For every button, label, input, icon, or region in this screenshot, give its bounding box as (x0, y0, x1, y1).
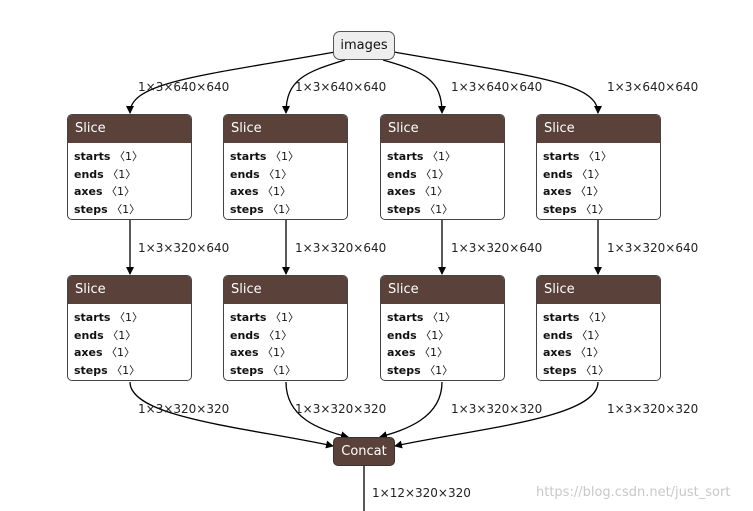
attr-starts: starts 〈1〉 (387, 311, 456, 324)
attr-steps: steps 〈1〉 (74, 363, 141, 377)
attr-axes: axes 〈1〉 (387, 185, 449, 198)
attr-steps: steps 〈1〉 (74, 202, 141, 216)
attr-axes: axes 〈1〉 (230, 346, 292, 359)
edge-slice-8-to-concat (394, 381, 599, 449)
edge-label-mid-3: 1×3×320×640 (451, 241, 543, 255)
edge-label-input-3: 1×3×640×640 (451, 80, 543, 94)
edge-slice-6-to-concat (285, 381, 349, 440)
slice-node-header: Slice (224, 276, 347, 304)
slice-node-header: Slice (537, 276, 660, 304)
edge-images-to-slice-1 (126, 51, 336, 114)
attr-list: starts 〈1〉 ends 〈1〉 axes 〈1〉 steps 〈1〉 (381, 143, 504, 218)
edge-images-to-slice-4 (393, 51, 602, 114)
edge-images-to-slice-3 (382, 59, 446, 114)
attr-list: starts 〈1〉 ends 〈1〉 axes 〈1〉 steps 〈1〉 (537, 143, 660, 218)
attr-list: starts 〈1〉 ends 〈1〉 axes 〈1〉 steps 〈1〉 (68, 143, 191, 218)
slice-node-6[interactable]: Slice starts 〈1〉 ends 〈1〉 axes 〈1〉 steps… (223, 275, 348, 381)
slice-node-header: Slice (224, 115, 347, 143)
attr-ends: ends 〈1〉 (74, 167, 137, 181)
edge-label-input-1: 1×3×640×640 (138, 80, 230, 94)
slice-node-4[interactable]: Slice starts 〈1〉 ends 〈1〉 axes 〈1〉 steps… (536, 114, 661, 220)
edge-label-mid-4: 1×3×320×640 (607, 241, 699, 255)
attr-ends: ends 〈1〉 (230, 167, 293, 181)
slice-node-header: Slice (68, 115, 191, 143)
slice-node-header: Slice (381, 115, 504, 143)
edge-label-out-4: 1×3×320×320 (607, 402, 699, 416)
attr-axes: axes 〈1〉 (543, 346, 605, 359)
edge-label-mid-2: 1×3×320×640 (295, 241, 387, 255)
attr-starts: starts 〈1〉 (543, 150, 612, 163)
attr-list: starts 〈1〉 ends 〈1〉 axes 〈1〉 steps 〈1〉 (224, 143, 347, 218)
edge-label-out-2: 1×3×320×320 (295, 402, 387, 416)
edge-slice-5-to-concat (129, 381, 334, 449)
attr-steps: steps 〈1〉 (230, 363, 297, 377)
slice-node-8[interactable]: Slice starts 〈1〉 ends 〈1〉 axes 〈1〉 steps… (536, 275, 661, 381)
concat-node-label: Concat (341, 444, 387, 459)
attr-list: starts 〈1〉 ends 〈1〉 axes 〈1〉 steps 〈1〉 (68, 304, 191, 379)
edge-label-input-4: 1×3×640×640 (607, 80, 699, 94)
attr-list: starts 〈1〉 ends 〈1〉 axes 〈1〉 steps 〈1〉 (381, 304, 504, 379)
concat-node[interactable]: Concat (333, 437, 395, 466)
attr-starts: starts 〈1〉 (74, 150, 143, 163)
edge-images-to-slice-2 (282, 59, 346, 114)
attr-list: starts 〈1〉 ends 〈1〉 axes 〈1〉 steps 〈1〉 (537, 304, 660, 379)
slice-node-header: Slice (537, 115, 660, 143)
images-input-node[interactable]: images (333, 31, 395, 60)
slice-node-header: Slice (68, 276, 191, 304)
attr-ends: ends 〈1〉 (387, 167, 450, 181)
attr-axes: axes 〈1〉 (543, 185, 605, 198)
slice-node-7[interactable]: Slice starts 〈1〉 ends 〈1〉 axes 〈1〉 steps… (380, 275, 505, 381)
attr-ends: ends 〈1〉 (543, 328, 606, 342)
slice-node-2[interactable]: Slice starts 〈1〉 ends 〈1〉 axes 〈1〉 steps… (223, 114, 348, 220)
attr-axes: axes 〈1〉 (74, 346, 136, 359)
attr-steps: steps 〈1〉 (230, 202, 297, 216)
attr-steps: steps 〈1〉 (543, 202, 610, 216)
attr-ends: ends 〈1〉 (74, 328, 137, 342)
slice-node-3[interactable]: Slice starts 〈1〉 ends 〈1〉 axes 〈1〉 steps… (380, 114, 505, 220)
attr-axes: axes 〈1〉 (387, 346, 449, 359)
attr-starts: starts 〈1〉 (230, 150, 299, 163)
edge-label-out-3: 1×3×320×320 (451, 402, 543, 416)
edge-label-output: 1×12×320×320 (372, 486, 471, 500)
slice-node-header: Slice (381, 276, 504, 304)
slice-node-1[interactable]: Slice starts 〈1〉 ends 〈1〉 axes 〈1〉 steps… (67, 114, 192, 220)
attr-ends: ends 〈1〉 (387, 328, 450, 342)
watermark: https://blog.csdn.net/just_sort (536, 485, 731, 500)
attr-starts: starts 〈1〉 (543, 311, 612, 324)
slice-node-5[interactable]: Slice starts 〈1〉 ends 〈1〉 axes 〈1〉 steps… (67, 275, 192, 381)
attr-ends: ends 〈1〉 (230, 328, 293, 342)
attr-starts: starts 〈1〉 (74, 311, 143, 324)
attr-axes: axes 〈1〉 (230, 185, 292, 198)
attr-steps: steps 〈1〉 (387, 363, 454, 377)
attr-starts: starts 〈1〉 (387, 150, 456, 163)
edge-label-input-2: 1×3×640×640 (295, 80, 387, 94)
attr-steps: steps 〈1〉 (543, 363, 610, 377)
attr-ends: ends 〈1〉 (543, 167, 606, 181)
attr-list: starts 〈1〉 ends 〈1〉 axes 〈1〉 steps 〈1〉 (224, 304, 347, 379)
attr-axes: axes 〈1〉 (74, 185, 136, 198)
edge-slice-7-to-concat (379, 381, 443, 439)
edge-label-mid-1: 1×3×320×640 (138, 241, 230, 255)
images-node-label: images (340, 38, 388, 53)
attr-starts: starts 〈1〉 (230, 311, 299, 324)
attr-steps: steps 〈1〉 (387, 202, 454, 216)
edge-label-out-1: 1×3×320×320 (138, 402, 230, 416)
